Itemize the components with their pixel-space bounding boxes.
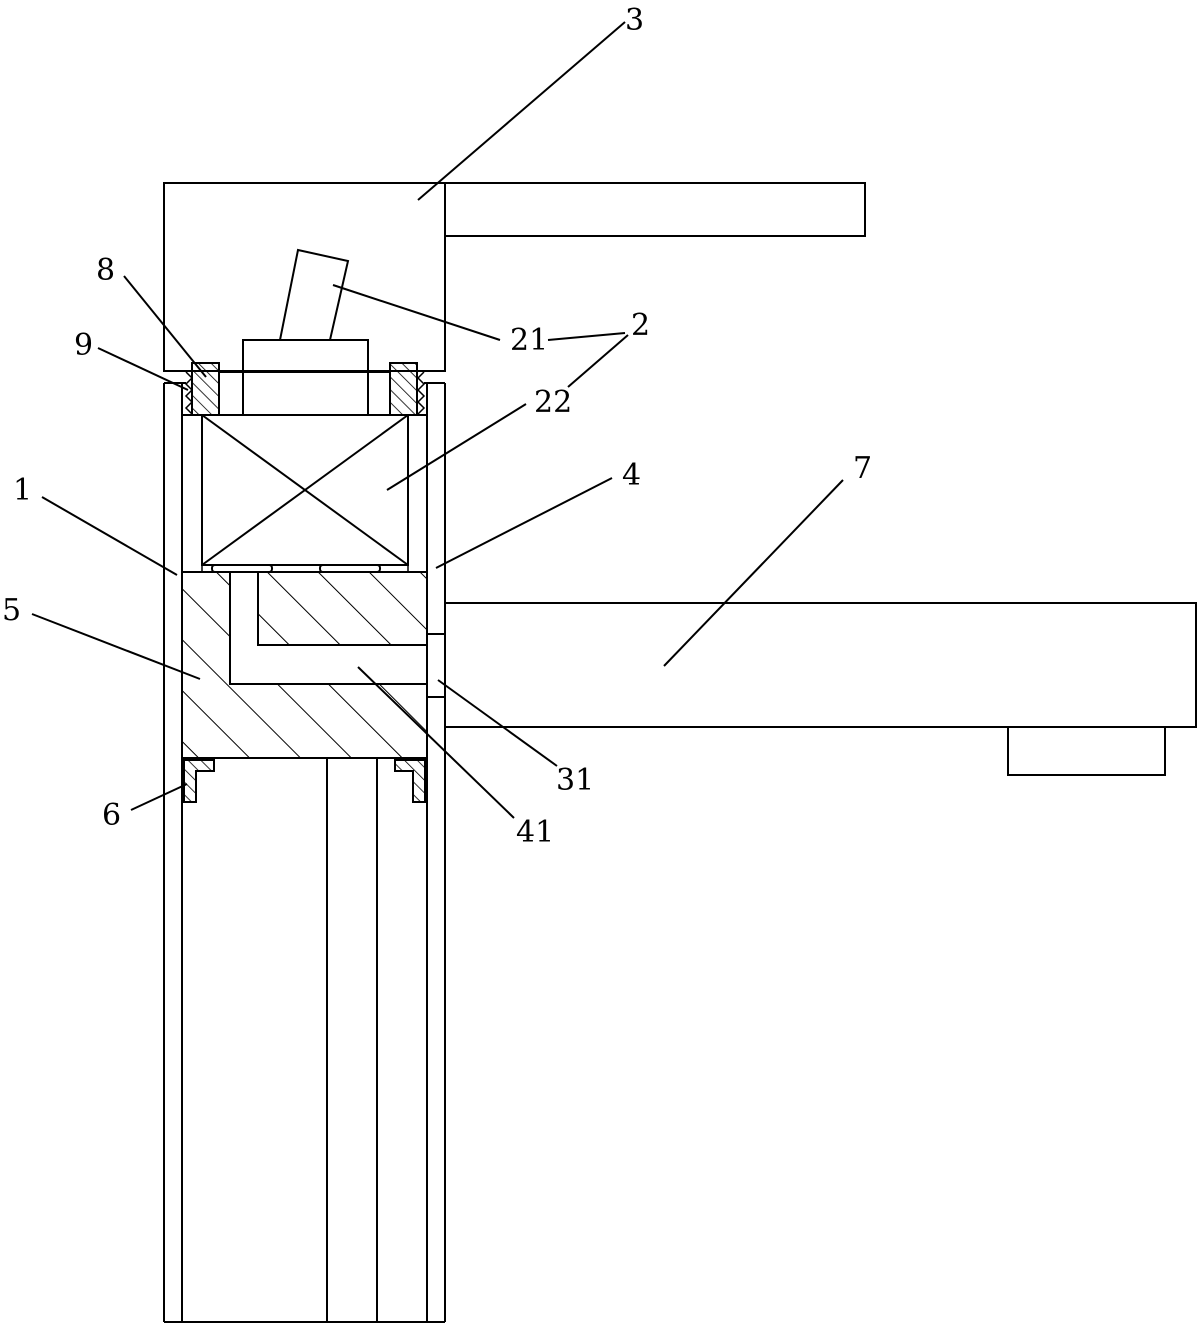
label-4: 4 <box>622 458 641 493</box>
label-21: 21 <box>510 323 548 358</box>
label-9: 9 <box>74 328 93 363</box>
diverter-block-part-5 <box>181 571 428 759</box>
spout-part-7 <box>444 602 1197 776</box>
outlet-wall-part-4 <box>427 633 445 698</box>
label-41: 41 <box>516 815 554 850</box>
label-5: 5 <box>2 593 21 628</box>
seal-ring-part-6 <box>183 759 426 803</box>
inner-pipe <box>326 758 378 1322</box>
label-7: 7 <box>853 451 872 486</box>
label-6: 6 <box>102 798 121 833</box>
body-part-1 <box>163 383 446 1323</box>
label-3: 3 <box>625 3 644 38</box>
valve-stem-part-21 <box>218 248 390 416</box>
label-1: 1 <box>13 473 32 508</box>
label-22: 22 <box>534 385 572 420</box>
label-31: 31 <box>556 763 594 798</box>
label-2: 2 <box>631 308 650 343</box>
valve-core-part-22 <box>201 414 409 573</box>
label-8: 8 <box>96 253 115 288</box>
leader-lines <box>31 21 844 819</box>
